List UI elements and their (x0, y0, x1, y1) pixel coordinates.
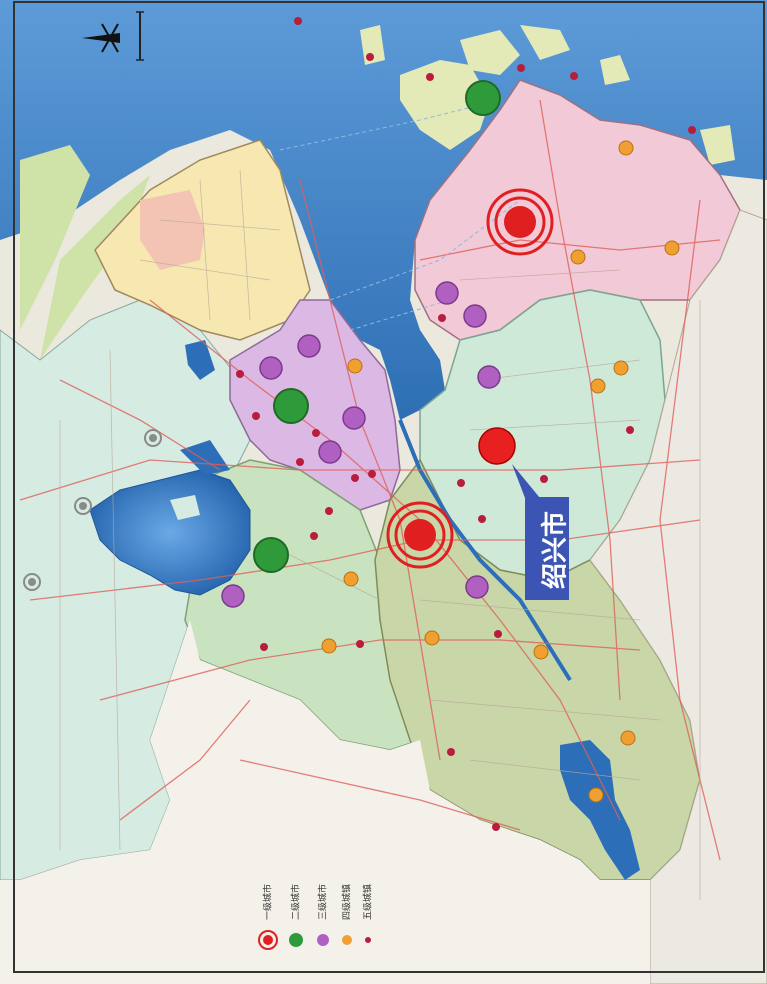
shaoxing-callout-label: 绍兴市 (540, 511, 571, 589)
island-6 (600, 55, 630, 85)
region-east (589, 209, 767, 984)
north-arrow (82, 23, 120, 53)
level-5-towns (236, 17, 696, 831)
lake-west (89, 469, 251, 596)
level-2-cities (253, 80, 501, 573)
lake-west-arm (180, 440, 230, 475)
map-frame (13, 1, 765, 973)
legend-label-level-5: 五级城镇 (362, 884, 374, 920)
legend-item-level-3: 三级城市 (317, 884, 329, 946)
legend-item-level-1: 一级城市 (258, 884, 278, 950)
legend-item-level-2: 二级城市 (289, 884, 303, 947)
external-city-markers (23, 429, 162, 591)
level-3-cities (221, 281, 501, 608)
region-south (0, 620, 650, 984)
legend-label-level-2: 二级城市 (290, 884, 302, 920)
shaoxing-marker (478, 427, 516, 465)
legend-item-level-5: 五级城镇 (362, 884, 374, 943)
minor-road-network (59, 169, 701, 900)
region-violet (229, 299, 401, 511)
level-1-city-center (386, 501, 454, 569)
island-5 (700, 125, 735, 165)
region-yellow-urban (140, 190, 205, 270)
level-1-city-north (486, 188, 554, 256)
lake-west-island (170, 495, 200, 520)
sea (0, 0, 767, 420)
legend-label-level-3: 三级城市 (317, 884, 329, 920)
coastal-strip-1 (20, 145, 90, 330)
level-4-towns (321, 140, 680, 803)
lake-south (560, 740, 640, 880)
island-1 (400, 60, 490, 150)
scale-bar (136, 11, 144, 61)
island-3 (520, 25, 570, 60)
island-4 (360, 25, 385, 65)
island-2 (460, 30, 520, 75)
legend-item-level-4: 四级城镇 (341, 884, 353, 945)
legend-label-level-1: 一级城市 (262, 884, 274, 920)
map-legend: 一级城市 二级城市 三级城市 四级城镇 五级城镇 (258, 884, 374, 950)
shaoxing-callout: 绍兴市 (512, 464, 571, 600)
lake-small-1 (185, 340, 215, 380)
legend-label-level-4: 四级城镇 (341, 884, 353, 920)
